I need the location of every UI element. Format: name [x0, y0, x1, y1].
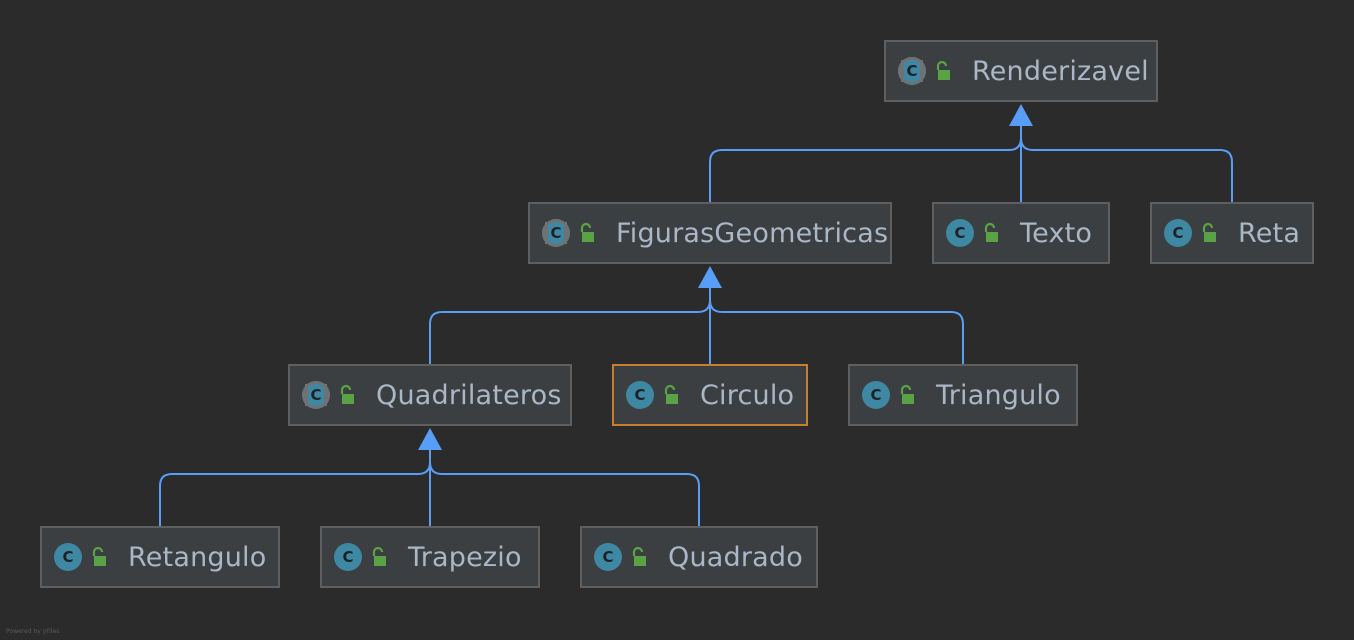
node-label: FigurasGeometricas — [616, 217, 889, 249]
node-renderizavel[interactable]: C Renderizavel — [884, 40, 1158, 102]
public-lock-icon — [980, 222, 1002, 244]
node-label: Quadrado — [668, 541, 803, 573]
node-label: Reta — [1238, 217, 1301, 249]
node-circulo[interactable]: C Circulo — [612, 364, 808, 426]
inheritance-arrowhead-figuras — [698, 266, 722, 288]
abstract-class-icon: C — [302, 381, 330, 409]
public-lock-icon — [628, 546, 650, 568]
node-label: Trapezio — [408, 541, 522, 573]
class-icon: C — [946, 219, 974, 247]
inheritance-arrowhead-renderizavel — [1009, 104, 1033, 126]
abstract-class-icon: C — [898, 57, 926, 85]
edge-retangulo-to-quadrilateros — [159, 450, 431, 526]
class-icon: C — [1164, 219, 1192, 247]
node-label: Quadrilateros — [376, 379, 562, 411]
node-quadrado[interactable]: C Quadrado — [580, 526, 818, 588]
abstract-class-icon: C — [542, 219, 570, 247]
node-label: Circulo — [700, 379, 795, 411]
inheritance-arrowhead-quadrilateros — [418, 428, 442, 450]
class-icon: C — [862, 381, 890, 409]
public-lock-icon — [336, 384, 358, 406]
class-icon: C — [626, 381, 654, 409]
node-texto[interactable]: C Texto — [932, 202, 1110, 264]
node-quadrilateros[interactable]: C Quadrilateros — [288, 364, 572, 426]
node-label: Texto — [1020, 217, 1093, 249]
edge-quadrado-to-quadrilateros — [429, 450, 700, 526]
public-lock-icon — [660, 384, 682, 406]
class-icon: C — [54, 543, 82, 571]
node-figuras-geometricas[interactable]: C FigurasGeometricas — [528, 202, 892, 264]
public-lock-icon — [88, 546, 110, 568]
node-label: Triangulo — [936, 379, 1061, 411]
public-lock-icon — [1198, 222, 1220, 244]
edge-reta-to-renderizavel — [1020, 126, 1233, 202]
public-lock-icon — [368, 546, 390, 568]
public-lock-icon — [932, 60, 954, 82]
edge-quadrilateros-to-figuras — [429, 288, 711, 364]
node-retangulo[interactable]: C Retangulo — [40, 526, 280, 588]
powered-by-text: Powered by yFiles — [6, 628, 60, 635]
edge-triangulo-to-figuras — [709, 288, 964, 364]
node-reta[interactable]: C Reta — [1150, 202, 1314, 264]
class-icon: C — [334, 543, 362, 571]
node-triangulo[interactable]: C Triangulo — [848, 364, 1078, 426]
public-lock-icon — [576, 222, 598, 244]
node-label: Renderizavel — [972, 55, 1149, 87]
public-lock-icon — [896, 384, 918, 406]
class-icon: C — [594, 543, 622, 571]
edge-figuras-to-renderizavel — [709, 126, 1022, 202]
node-trapezio[interactable]: C Trapezio — [320, 526, 540, 588]
node-label: Retangulo — [128, 541, 267, 573]
